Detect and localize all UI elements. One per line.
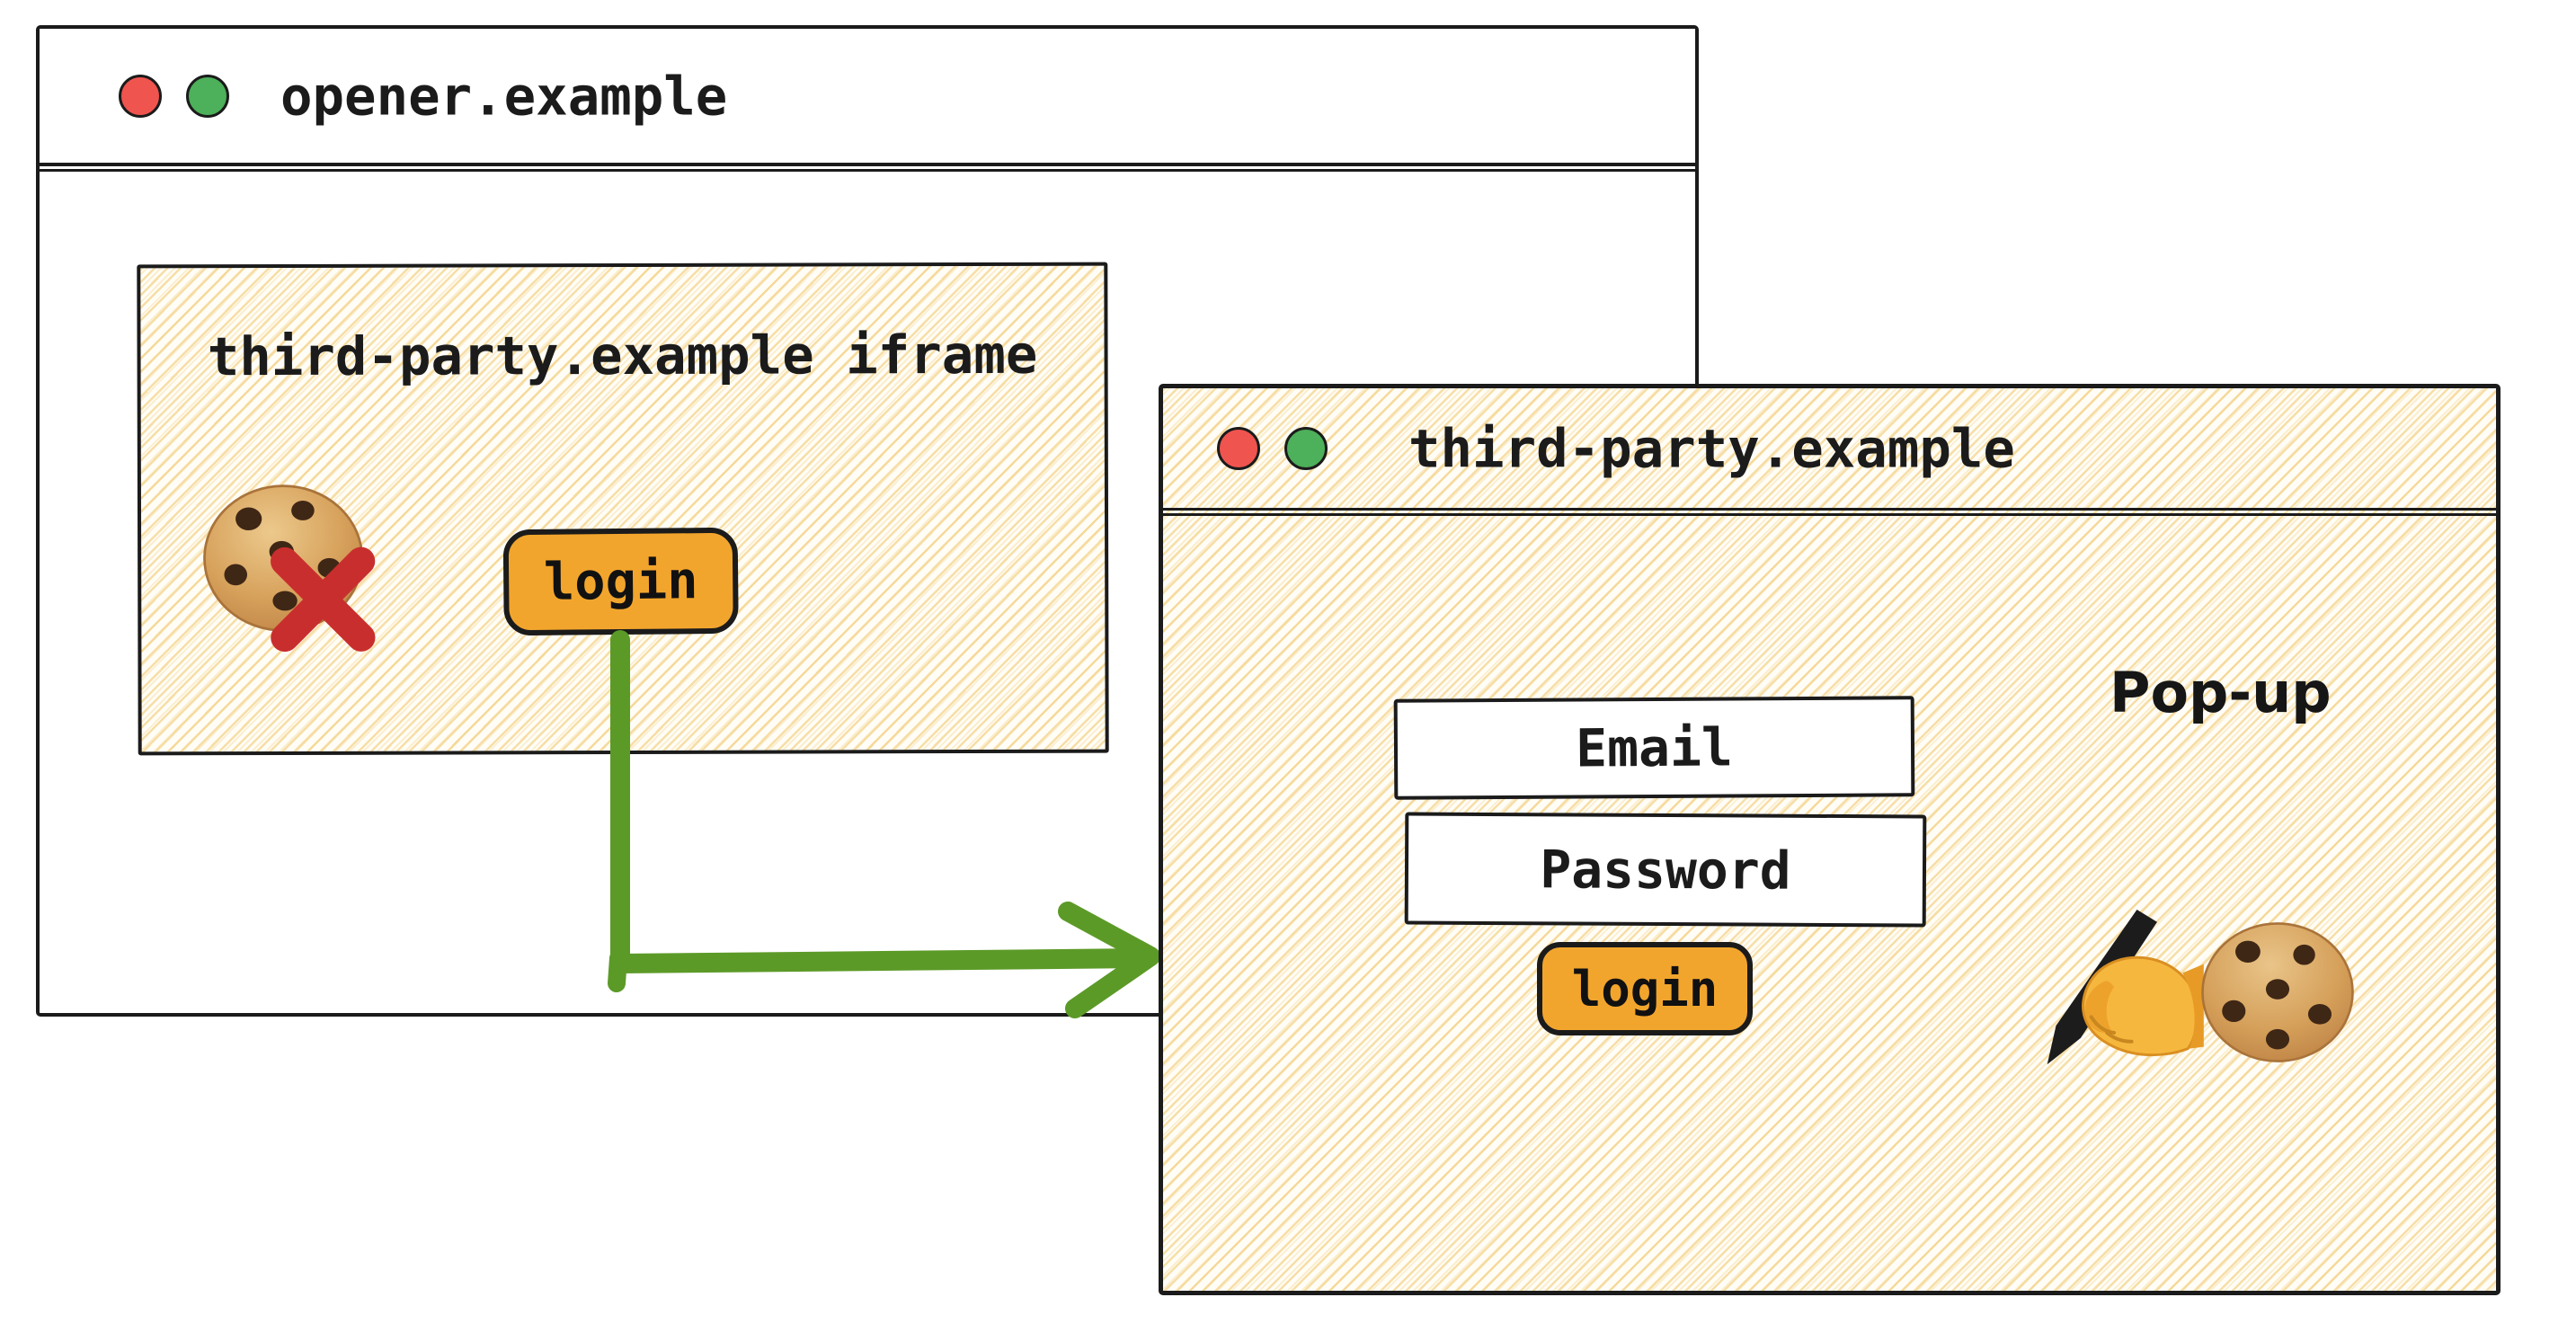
maximize-window-icon[interactable] — [1284, 427, 1328, 470]
popup-login-button[interactable]: login — [1537, 942, 1753, 1035]
email-input-label: Email — [1575, 716, 1734, 779]
iframe-login-button[interactable]: login — [502, 527, 739, 636]
password-input[interactable]: Password — [1404, 812, 1927, 928]
close-window-icon[interactable] — [119, 75, 162, 118]
email-input[interactable]: Email — [1393, 696, 1915, 800]
popup-caption: Pop-up — [2110, 660, 2332, 725]
opener-titlebar: opener.example — [40, 29, 1695, 172]
writing-hand-icon — [2047, 910, 2204, 1065]
close-window-icon[interactable] — [1217, 427, 1260, 470]
cookie-icon — [2201, 922, 2354, 1062]
maximize-window-icon[interactable] — [186, 75, 229, 118]
opener-window-title: opener.example — [280, 65, 728, 127]
password-input-label: Password — [1540, 838, 1791, 902]
blocked-cross-icon — [271, 546, 376, 653]
iframe-label: third-party.example iframe — [207, 323, 1038, 388]
popup-window-title: third-party.example — [1408, 417, 2015, 479]
popup-login-button-label: login — [1571, 960, 1719, 1017]
iframe-login-button-label: login — [543, 551, 698, 612]
popup-browser-window: third-party.example Pop-up Email Passwor… — [1159, 384, 2500, 1295]
popup-titlebar: third-party.example — [1163, 388, 2496, 516]
third-party-iframe: third-party.example iframe — [137, 262, 1109, 756]
